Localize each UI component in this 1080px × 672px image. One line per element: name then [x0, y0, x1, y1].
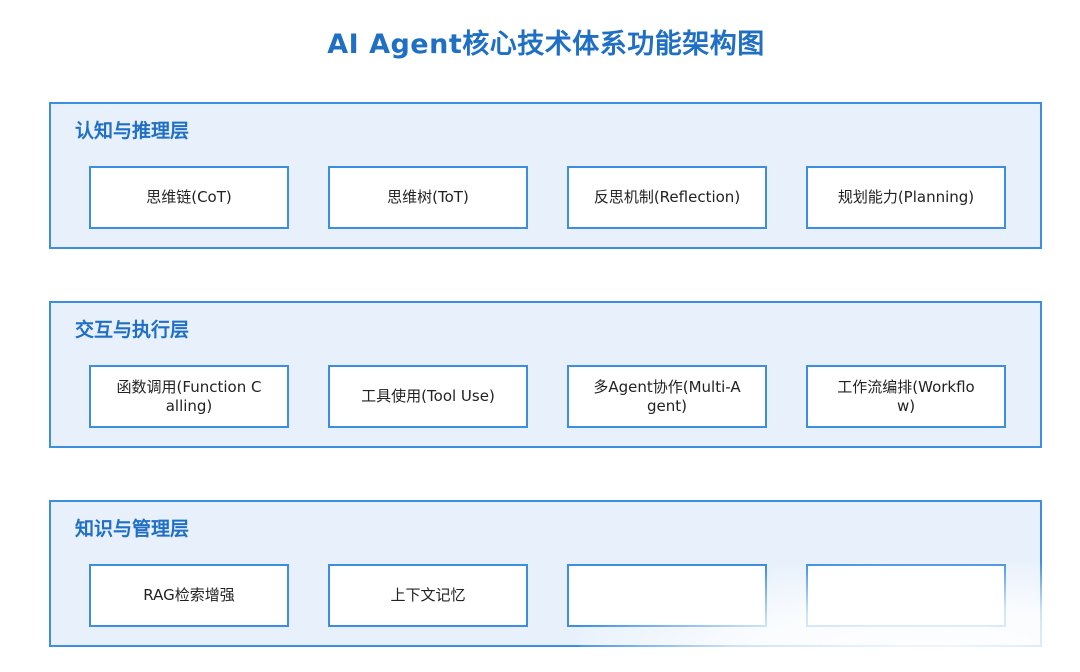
layer-title: 交互与执行层 — [75, 319, 190, 341]
module-label: 上下文记忆 — [390, 586, 466, 604]
module-card: 多Agent协作(Multi-Agent) — [567, 365, 767, 428]
diagram-title: AI Agent核心技术体系功能架构图 — [327, 29, 765, 60]
module-label: 工作流编排(Workflow) — [837, 377, 975, 415]
layer-cognition: 认知与推理层 思维链(CoT) 思维树(ToT) 反思机制(Reflection… — [49, 102, 1042, 249]
module-label: 反思机制(Reflection) — [593, 188, 741, 206]
module-card: 反思机制(Reflection) — [567, 166, 767, 229]
layer-title: 知识与管理层 — [75, 518, 190, 540]
module-label: 思维树(ToT) — [387, 188, 469, 206]
layer-interaction: 交互与执行层 函数调用(Function Calling) 工具使用(Tool … — [49, 301, 1042, 448]
module-card: 规划能力(Planning) — [806, 166, 1006, 229]
module-label: 工具使用(Tool Use) — [361, 387, 495, 405]
module-card: 工具使用(Tool Use) — [328, 365, 528, 428]
module-card: RAG检索增强 — [89, 564, 289, 627]
layer-title: 认知与推理层 — [75, 120, 190, 142]
layer-knowledge: 知识与管理层 RAG检索增强 上下文记忆 — [49, 500, 1042, 647]
module-card — [806, 564, 1006, 627]
module-card: 工作流编排(Workflow) — [806, 365, 1006, 428]
module-card: 函数调用(Function Calling) — [89, 365, 289, 428]
module-card — [567, 564, 767, 627]
module-label: 函数调用(Function Calling) — [116, 377, 262, 415]
module-card: 上下文记忆 — [328, 564, 528, 627]
module-label: 规划能力(Planning) — [837, 188, 975, 206]
module-label: RAG检索增强 — [143, 586, 235, 604]
module-card: 思维树(ToT) — [328, 166, 528, 229]
module-label: 思维链(CoT) — [146, 188, 232, 206]
module-card: 思维链(CoT) — [89, 166, 289, 229]
module-label: 多Agent协作(Multi-Agent) — [593, 377, 741, 415]
